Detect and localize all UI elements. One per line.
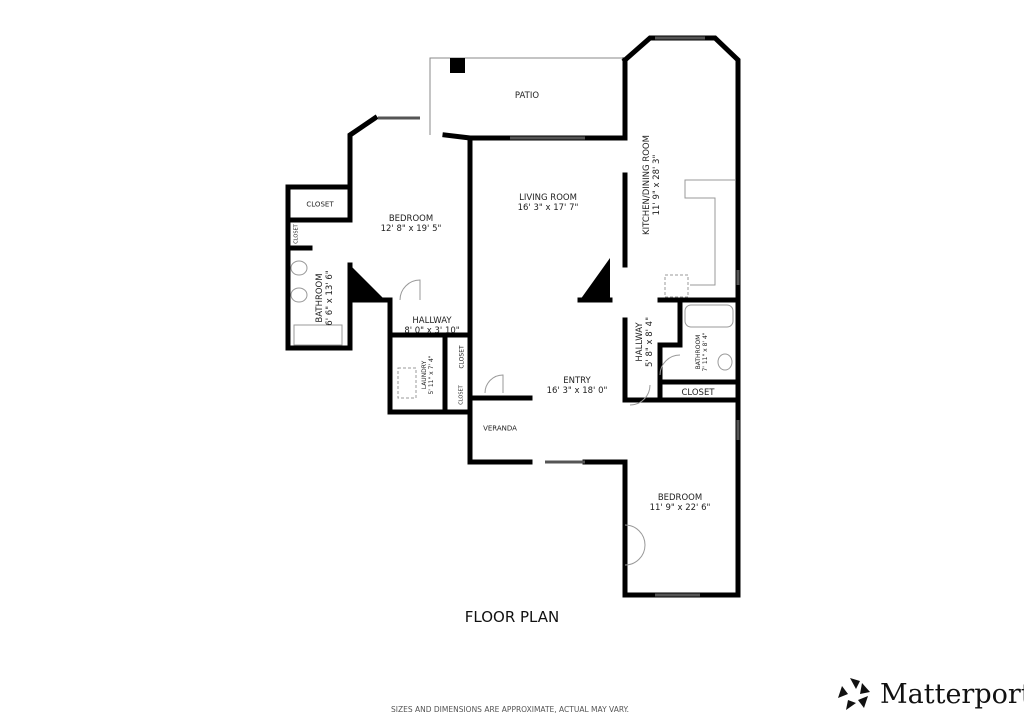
room-label-patio: PATIO: [514, 91, 540, 101]
patio-column: [450, 58, 465, 73]
plan-title: FLOOR PLAN: [464, 608, 560, 626]
room-label-closet: CLOSET: [458, 345, 466, 369]
room-label-closet: CLOSET: [458, 385, 465, 405]
matterport-logo-icon: [838, 678, 870, 710]
room-label-closet: CLOSET: [306, 200, 334, 209]
fixtures: [290, 179, 735, 566]
windows: [378, 36, 740, 597]
matterport-logo: Matterport: [836, 676, 1024, 712]
wall-chunk: [580, 258, 610, 300]
disclaimer: SIZES AND DIMENSIONS ARE APPROXIMATE, AC…: [390, 705, 630, 714]
room-label-closet-right: CLOSET: [681, 388, 715, 398]
wall-chunk: [350, 265, 385, 300]
room-label-closet: CLOSET: [293, 224, 300, 244]
brand-name: Matterport: [880, 678, 1024, 710]
room-label-veranda: VERANDA: [483, 424, 517, 433]
